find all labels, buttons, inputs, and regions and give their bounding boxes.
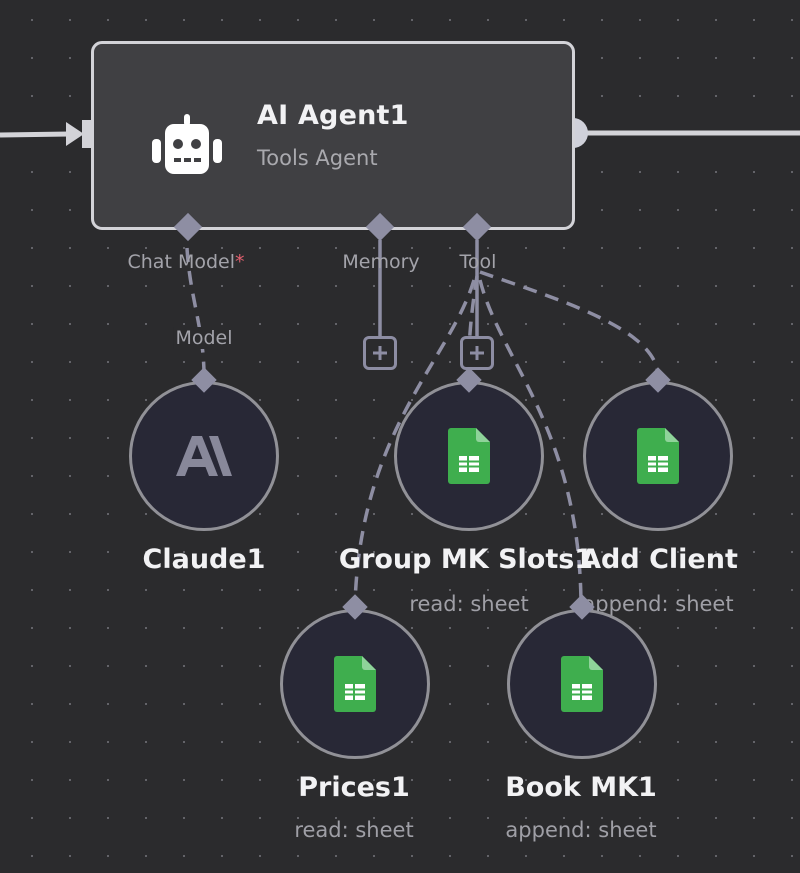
group-mk-slots-node-name: Group MK Slots1: [338, 544, 594, 575]
claude-node-name: Claude1: [142, 544, 266, 575]
anthropic-icon: [176, 436, 232, 476]
required-indicator: *: [235, 251, 245, 273]
add-memory-button[interactable]: [363, 336, 397, 370]
prices-node[interactable]: [280, 609, 430, 759]
add-client-node-subtitle: append: sheet: [582, 592, 734, 616]
incoming-arrow-icon: [66, 122, 84, 146]
add-tool-button[interactable]: [460, 336, 494, 370]
add-client-node[interactable]: [583, 381, 733, 531]
chat-model-label-text: Chat Model: [127, 251, 236, 273]
google-sheets-icon: [334, 656, 376, 712]
plus-icon: [373, 346, 387, 360]
tool-to-add-client-connection[interactable]: [479, 270, 660, 379]
tool-to-book-connection[interactable]: [478, 279, 583, 606]
google-sheets-icon: [448, 428, 490, 484]
robot-icon: [152, 114, 222, 174]
claude-node[interactable]: [129, 381, 279, 531]
google-sheets-icon: [561, 656, 603, 712]
plus-icon: [470, 346, 484, 360]
group-mk-slots-node-subtitle: read: sheet: [409, 592, 529, 616]
chat-model-connection[interactable]: [185, 247, 206, 383]
add-client-node-name: Add Client: [580, 544, 738, 575]
chat-model-label: Chat Model*: [128, 251, 245, 273]
ai-agent-node[interactable]: AI Agent1 Tools Agent: [91, 41, 575, 230]
google-sheets-icon: [637, 428, 679, 484]
tool-to-prices-connection[interactable]: [353, 279, 476, 606]
incoming-connection[interactable]: [0, 131, 71, 138]
agent-title: AI Agent1: [257, 100, 409, 131]
group-mk-slots-node[interactable]: [394, 381, 544, 531]
book-mk-node[interactable]: [507, 609, 657, 759]
book-mk-node-name: Book MK1: [505, 772, 657, 803]
prices-node-name: Prices1: [298, 772, 410, 803]
book-mk-node-subtitle: append: sheet: [505, 818, 657, 842]
memory-label: Memory: [342, 251, 420, 273]
prices-node-subtitle: read: sheet: [294, 818, 414, 842]
tool-label: Tool: [459, 251, 497, 273]
model-label: Model: [173, 327, 235, 349]
agent-subtitle: Tools Agent: [257, 146, 378, 170]
